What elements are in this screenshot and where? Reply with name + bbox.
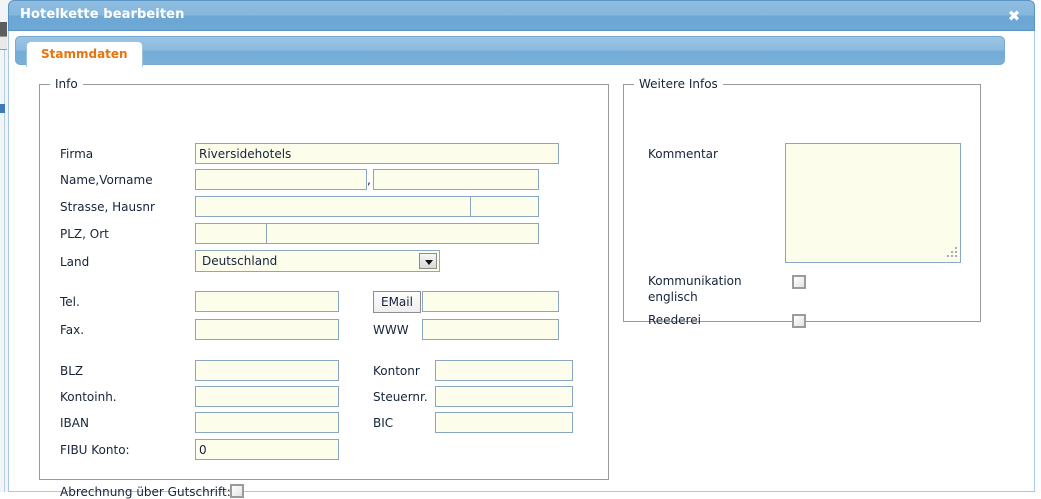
name-separator: ,	[367, 173, 371, 187]
tab-strip: Stammdaten	[15, 36, 1005, 67]
label-bic: BIC	[373, 416, 394, 430]
close-icon[interactable]: ✖	[1007, 7, 1021, 25]
steuernummer-input[interactable]	[435, 386, 573, 407]
info-fieldset: Info	[39, 77, 609, 480]
abrechnung-gutschrift-checkbox[interactable]	[230, 484, 244, 498]
fax-input[interactable]	[195, 319, 339, 340]
background-marker-icon	[0, 104, 5, 113]
tab-stammdaten[interactable]: Stammdaten	[26, 41, 143, 67]
label-land: Land	[60, 255, 90, 269]
reederei-checkbox[interactable]	[792, 314, 806, 328]
email-input[interactable]	[422, 291, 559, 312]
label-reederei: Reederei	[648, 313, 701, 327]
iban-input[interactable]	[195, 412, 339, 433]
background-divider-line	[4, 30, 5, 492]
label-firma: Firma	[60, 147, 94, 161]
label-iban: IBAN	[60, 416, 89, 430]
hausnr-input[interactable]	[470, 196, 539, 217]
fibu-konto-input[interactable]	[195, 439, 339, 460]
weitere-infos-legend: Weitere Infos	[634, 77, 723, 91]
chevron-down-icon[interactable]	[419, 253, 437, 269]
kontoinhaber-input[interactable]	[195, 386, 339, 407]
vorname-input[interactable]	[373, 169, 539, 190]
firma-input[interactable]	[195, 143, 559, 164]
tel-input[interactable]	[195, 291, 339, 312]
label-kontoinhaber: Kontoinh.	[60, 390, 117, 404]
dialog-titlebar: Hotelkette bearbeiten ✖	[8, 0, 1035, 31]
land-select[interactable]: Deutschland	[195, 250, 440, 272]
label-kommunikation-englisch-line1: Kommunikation	[648, 274, 742, 288]
name-input[interactable]	[195, 169, 367, 190]
bic-input[interactable]	[435, 412, 573, 433]
label-fax: Fax.	[60, 323, 85, 337]
label-steuernummer: Steuernr.	[373, 390, 428, 404]
background-tab-peek-secondary	[0, 36, 7, 50]
blz-input[interactable]	[195, 360, 339, 381]
kontonr-input[interactable]	[435, 360, 573, 381]
land-selected-value: Deutschland	[202, 254, 278, 268]
label-strasse-hausnr: Strasse, Hausnr	[60, 200, 155, 214]
strasse-input[interactable]	[195, 196, 471, 217]
edit-hotel-chain-dialog: Hotelkette bearbeiten ✖ Stammdaten Info …	[8, 0, 1035, 499]
ort-input[interactable]	[266, 223, 539, 244]
kommentar-textarea[interactable]	[785, 143, 961, 263]
label-kommunikation-englisch-line2: englisch	[648, 290, 698, 304]
label-abrechnung-gutschrift: Abrechnung über Gutschrift:	[60, 485, 231, 499]
label-kontonr: Kontonr	[373, 364, 420, 378]
label-name-vorname: Name,Vorname	[60, 173, 153, 187]
www-input[interactable]	[422, 319, 559, 340]
label-blz: BLZ	[60, 364, 84, 378]
plz-input[interactable]	[195, 223, 267, 244]
dialog-body: Stammdaten Info Firma Name,Vorname , Str…	[8, 31, 1035, 499]
dialog-title: Hotelkette bearbeiten	[20, 7, 185, 22]
label-plz-ort: PLZ, Ort	[60, 227, 109, 241]
label-www: WWW	[373, 323, 409, 337]
info-legend: Info	[50, 77, 83, 91]
label-fibu-konto: FIBU Konto:	[60, 443, 130, 457]
background-tab-peek	[0, 22, 7, 36]
label-kommentar: Kommentar	[648, 147, 718, 161]
email-button[interactable]: EMail	[373, 291, 421, 313]
weitere-infos-fieldset: Weitere Infos	[623, 77, 981, 322]
label-tel: Tel.	[60, 295, 80, 309]
kommunikation-englisch-checkbox[interactable]	[792, 275, 806, 289]
